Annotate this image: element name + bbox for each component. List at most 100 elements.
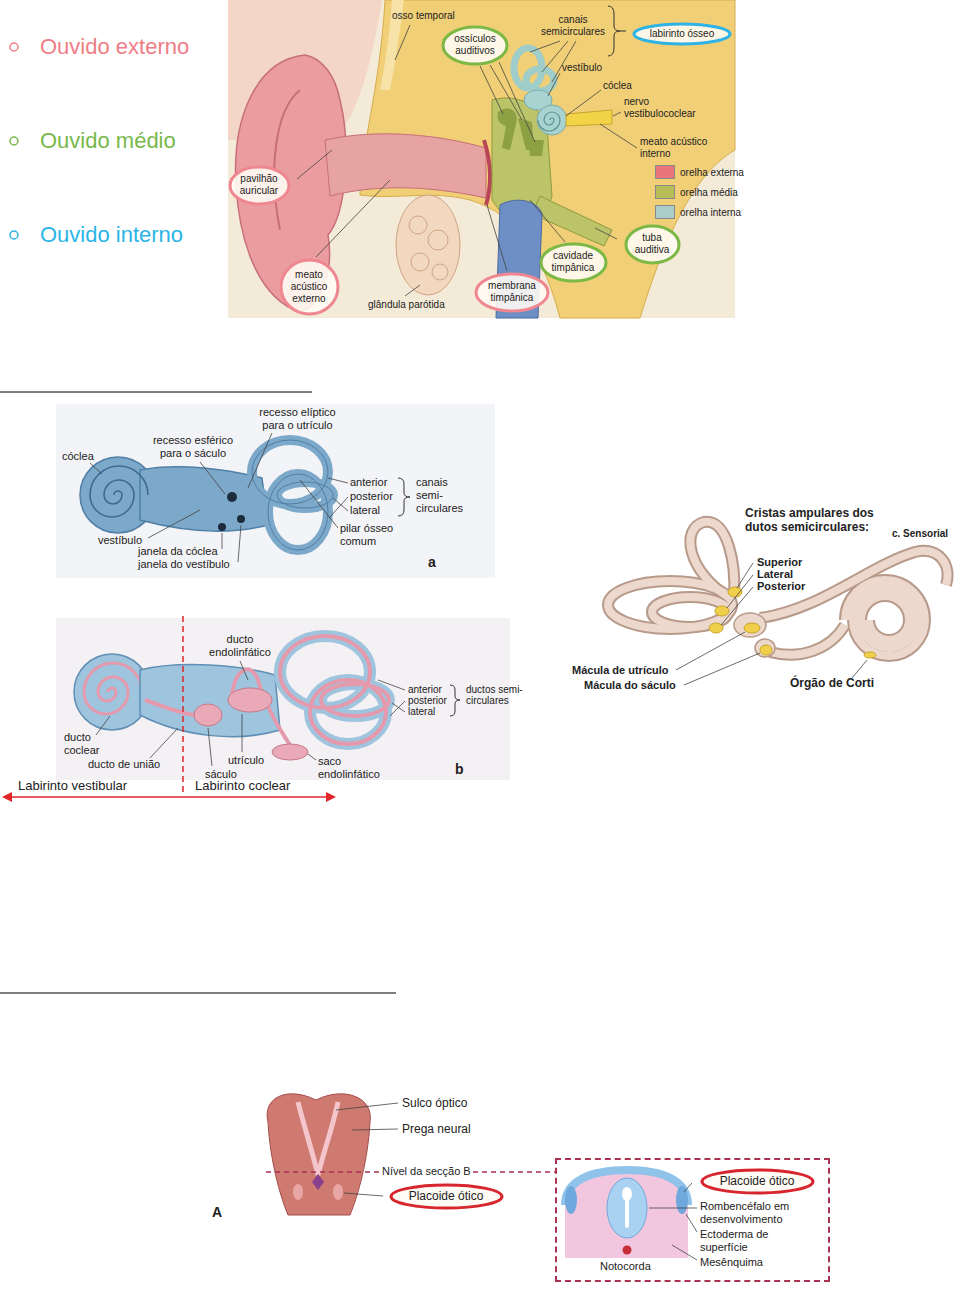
ear-illustration	[432, 264, 448, 280]
sensory-labyrinth-figure	[760, 645, 772, 655]
figure-letter: b	[455, 761, 464, 778]
leader-line	[378, 680, 405, 690]
leader-line	[96, 716, 110, 735]
part-label: Mácula do sáculo	[584, 679, 676, 692]
sensory-labyrinth-figure	[709, 587, 876, 658]
membranous-labyrinth-figure	[228, 688, 272, 712]
sensory-labyrinth-figure	[608, 522, 948, 656]
ear-illustration	[538, 112, 560, 131]
division-line	[182, 616, 184, 792]
leader-line	[684, 1183, 692, 1192]
callout-label: meato acústico externo	[286, 269, 332, 305]
leader-line	[721, 587, 753, 625]
leader-line	[672, 1245, 697, 1260]
leader-line	[649, 1183, 697, 1260]
leader-line	[392, 703, 405, 712]
ear-illustration	[228, 0, 735, 318]
figure-letter: a	[428, 554, 436, 571]
legend-text: orelha média	[680, 187, 738, 198]
sensory-labyrinth-figure	[770, 625, 845, 655]
part-label: Lateral	[757, 568, 793, 580]
cross-section-figure	[565, 1186, 577, 1214]
ear-illustration	[528, 140, 544, 156]
callout-label: ossículos auditivos	[447, 33, 503, 57]
callout-label: cavidade timpânica	[547, 250, 599, 274]
ear-illustration	[532, 196, 612, 246]
legend-swatch	[655, 185, 675, 199]
part-label: anterior	[350, 476, 387, 489]
leader-line	[248, 433, 272, 488]
ellipse-outline	[702, 1170, 813, 1193]
section-heading: Ouvido interno	[40, 222, 183, 248]
part-label: posterior	[350, 490, 393, 503]
leader-line	[530, 41, 560, 52]
bony-labyrinth-figure	[56, 404, 495, 578]
embryo-figure	[267, 1094, 370, 1215]
leader-line	[96, 661, 405, 766]
leader-line	[316, 180, 390, 257]
division-line	[6, 616, 330, 797]
callout-label: Placoide ótico	[720, 1174, 795, 1188]
callout-ellipse: ossículos auditivos	[441, 25, 509, 66]
cross-section-figure	[625, 1196, 629, 1226]
leader-line	[595, 228, 617, 239]
leader-line	[490, 65, 522, 120]
part-label: Cristas ampulares dos dutos semicircular…	[745, 506, 885, 535]
embryo-figure	[312, 1174, 324, 1190]
bony-labyrinth-figure	[252, 440, 333, 550]
bony-labyrinth-figure	[237, 515, 245, 523]
legend-text: orelha externa	[680, 167, 744, 178]
region-label: Labirinto coclear	[195, 778, 290, 794]
ear-illustration	[396, 195, 460, 295]
leader-line	[344, 1193, 383, 1196]
part-label: Mesênquima	[700, 1256, 800, 1269]
part-label: lateral	[350, 504, 380, 517]
sensory-labyrinth-figure	[608, 522, 948, 656]
leader-line	[150, 728, 178, 758]
bony-labyrinth-figure	[90, 466, 148, 517]
section-heading: Ouvido externo	[40, 34, 189, 60]
leader-line	[208, 728, 212, 766]
ear-illustration	[484, 140, 490, 205]
part-label: lateral	[408, 706, 435, 717]
leader-line	[600, 124, 637, 148]
ear-illustration	[274, 90, 300, 230]
ellipse-outline	[443, 27, 507, 64]
ear-illustration	[497, 108, 516, 150]
membranous-labyrinth-figure	[280, 636, 370, 708]
leader-line	[297, 150, 332, 179]
list-bullet	[10, 231, 18, 239]
sensory-labyrinth-figure	[770, 625, 845, 655]
leader-line	[852, 660, 867, 678]
leader-line	[552, 41, 576, 82]
membranous-labyrinth-figure	[145, 700, 194, 715]
division-line	[6, 796, 330, 798]
bony-labyrinth-figure	[252, 440, 333, 550]
leader-line	[148, 510, 200, 538]
leader-line	[649, 1208, 697, 1209]
part-label: nervo vestibulococlear	[624, 96, 706, 120]
ellipse-outline	[626, 226, 679, 263]
part-label: Notocorda	[600, 1260, 680, 1273]
bony-labyrinth-figure	[252, 440, 328, 504]
leader-line	[405, 285, 420, 296]
leader-line	[297, 25, 637, 296]
ellipse-outline	[634, 24, 730, 44]
bracket	[398, 478, 410, 516]
leader-line	[390, 701, 405, 716]
leader-line	[487, 205, 507, 271]
bony-labyrinth-figure	[268, 474, 328, 550]
part-label: recesso elíptico para o utrículo	[250, 406, 345, 432]
leader-line	[242, 714, 243, 752]
membranous-labyrinth-figure	[84, 663, 142, 714]
leader-line	[676, 563, 867, 685]
sensory-labyrinth-figure	[734, 613, 766, 637]
part-label: janela do vestíbulo	[138, 558, 230, 571]
part-label: anterior	[408, 684, 442, 695]
part-label: ductos semi-circulares	[466, 684, 524, 706]
sensory-labyrinth-figure	[845, 580, 925, 656]
leader-line	[333, 498, 348, 511]
cross-section-figure	[607, 1178, 647, 1238]
leader-line	[329, 497, 348, 518]
